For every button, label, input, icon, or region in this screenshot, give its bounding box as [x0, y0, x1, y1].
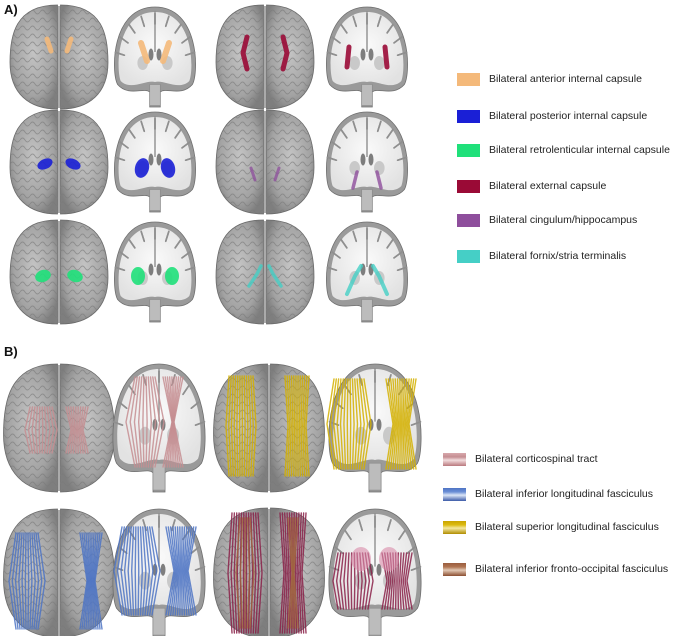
legend-a-swatch-1 — [457, 109, 480, 123]
legend-b-swatch-1 — [443, 487, 466, 501]
brain-a1-coronal — [114, 6, 196, 108]
legend-a-item-3: Bilateral external capsule — [457, 179, 606, 193]
brain-a6-top — [215, 219, 315, 325]
legend-b-label-1: Bilateral inferior longitudinal fascicul… — [475, 488, 654, 500]
brain-a1-top — [9, 4, 109, 110]
brain-b2-top — [3, 508, 115, 636]
brain-a5-coronal — [326, 111, 408, 213]
brain-a2-coronal — [114, 111, 196, 213]
legend-b-item-3: Bilateral inferior fronto-occipital fasc… — [443, 562, 668, 576]
legend-b-label-2: Bilateral superior longitudinal fascicul… — [475, 521, 659, 533]
legend-a-swatch-2 — [457, 143, 480, 157]
brain-b4-top — [213, 507, 325, 636]
brain-b4-coronal — [328, 508, 422, 636]
legend-a-label-4: Bilateral cingulum/hippocampus — [489, 214, 638, 226]
legend-a-label-2: Bilateral retrolenticular internal capsu… — [489, 144, 670, 156]
legend-a-item-2: Bilateral retrolenticular internal capsu… — [457, 143, 670, 157]
legend-a-item-5: Bilateral fornix/stria terminalis — [457, 249, 626, 263]
legend-a-swatch-3 — [457, 179, 480, 193]
legend-a-item-0: Bilateral anterior internal capsule — [457, 72, 642, 86]
brain-a4-top — [215, 4, 315, 110]
brain-a3-top — [9, 219, 109, 325]
legend-b-item-0: Bilateral corticospinal tract — [443, 452, 598, 466]
brain-b3-coronal — [326, 363, 422, 493]
brain-a4-coronal — [326, 6, 408, 108]
legend-b-swatch-0 — [443, 452, 466, 466]
brain-b2-coronal — [112, 508, 206, 636]
legend-b-swatch-3 — [443, 562, 466, 576]
brain-b1-top — [3, 363, 115, 493]
legend-b-label-3: Bilateral inferior fronto-occipital fasc… — [475, 563, 669, 575]
panel-a-label: A) — [4, 2, 18, 17]
panel-b-label: B) — [4, 344, 18, 359]
legend-a-label-1: Bilateral posterior internal capsule — [489, 110, 648, 122]
legend-a-label-3: Bilateral external capsule — [489, 180, 607, 192]
legend-a-swatch-4 — [457, 213, 480, 227]
brain-a5-top — [215, 109, 315, 215]
legend-a-swatch-5 — [457, 249, 480, 263]
brain-b3-top — [213, 363, 325, 493]
legend-a-label-0: Bilateral anterior internal capsule — [489, 73, 642, 85]
legend-a-item-4: Bilateral cingulum/hippocampus — [457, 213, 637, 227]
brain-a3-coronal — [114, 221, 196, 323]
legend-b-swatch-2 — [443, 520, 466, 534]
brain-a2-top — [9, 109, 109, 215]
legend-a-swatch-0 — [457, 72, 480, 86]
legend-a-item-1: Bilateral posterior internal capsule — [457, 109, 647, 123]
legend-b-item-1: Bilateral inferior longitudinal fascicul… — [443, 487, 653, 501]
legend-a-label-5: Bilateral fornix/stria terminalis — [489, 250, 627, 262]
legend-b-item-2: Bilateral superior longitudinal fascicul… — [443, 520, 659, 534]
legend-b-label-0: Bilateral corticospinal tract — [475, 453, 598, 465]
brain-b1-coronal — [112, 363, 206, 493]
brain-a6-coronal — [326, 221, 408, 323]
